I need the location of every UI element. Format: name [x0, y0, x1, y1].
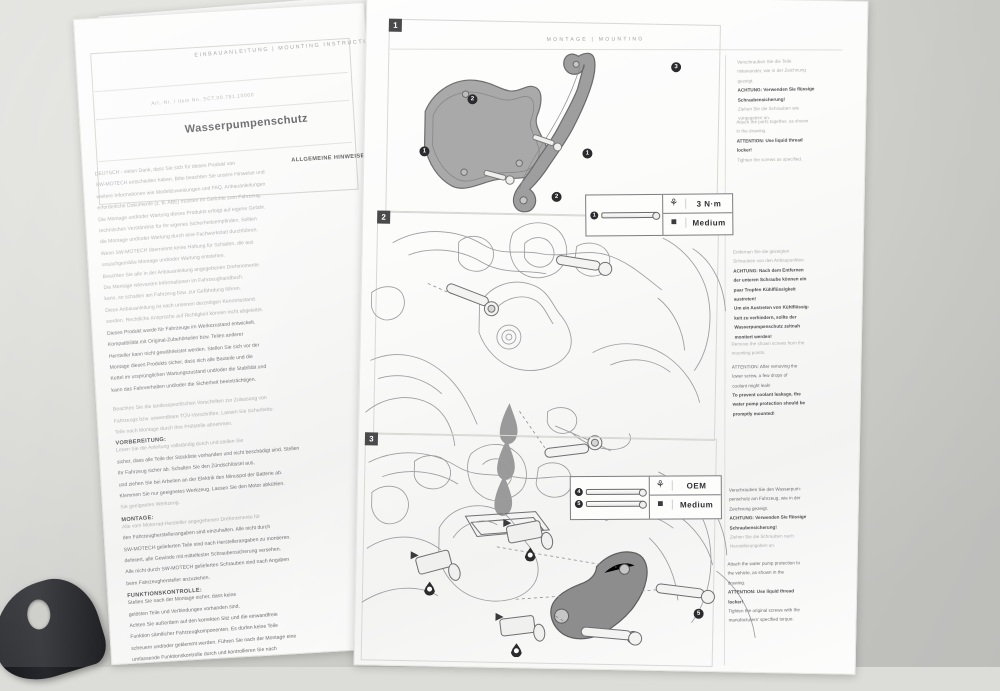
text-line: penschutz am Fahrzeug, wie in der: [729, 495, 801, 502]
section-line: Schraubverbindungen und Verbindungsteile…: [134, 661, 386, 664]
step-2-engine-illustration: [355, 0, 868, 674]
part-index: 4: [574, 488, 583, 497]
section-mounting: MONTAGE: Alle vom Motorrad-Hersteller an…: [121, 498, 378, 589]
text-line: ATTENTION: Use liquid thread: [727, 588, 795, 595]
text-line: drawing.: [727, 580, 746, 586]
threadlocker-icon: ■: [649, 499, 673, 510]
callout-marker: 2: [551, 191, 562, 203]
text-line: locker!: [728, 598, 744, 605]
step-1-parts-illustration: [355, 0, 868, 674]
text-line: manufacturers' specified torque.: [728, 616, 794, 623]
screw-icon: [585, 488, 645, 496]
step-3-text-en: Attach the water pump protection to the …: [727, 559, 846, 627]
text-line: the vehicle, as shown in the: [727, 569, 785, 576]
step-1-badge: 1: [388, 18, 402, 32]
text-line: Ziehen Sie die Schrauben nach: [729, 533, 794, 540]
part-index: 1: [590, 211, 599, 220]
text-line: Attach the water pump protection to: [727, 560, 801, 567]
spec-row-threadlocker: ■ Medium: [662, 213, 733, 232]
step-3-text-de: Verschrauben Sie den Wasserpum- penschut…: [729, 485, 848, 553]
spec-part-row: 4: [574, 488, 645, 497]
threadlocker-icon: ■: [662, 217, 686, 228]
text-line: Tighten the original screws with the: [728, 607, 800, 614]
section-preparation: VORBEREITUNG: Lesen Sie die Anleitung vo…: [115, 422, 372, 513]
spec-part-row: 1: [590, 211, 658, 220]
step-1-spec-table: 1 ⚘ 3 N·m ■ Medium: [585, 193, 734, 237]
screw-icon: [585, 500, 645, 508]
spec-row-torque: ⚘ 3 N·m: [662, 194, 733, 214]
torque-wrench-icon: ⚘: [649, 480, 673, 491]
step-3-engine-illustration: [355, 0, 868, 674]
spec-row-torque: ⚘ OEM: [649, 476, 721, 496]
threadlocker-value: Medium: [679, 499, 714, 510]
spec-part-row: 5: [574, 500, 645, 509]
threadlocker-value: Medium: [692, 217, 726, 228]
right-instruction-sheet: MONTAGE | MOUNTING 1: [353, 0, 869, 675]
spec-values: ⚘ 3 N·m ■ Medium: [662, 194, 733, 235]
text-line: Verschrauben Sie den Wasserpum-: [728, 486, 802, 493]
spec-parts-list: 1: [586, 194, 663, 236]
left-instruction-sheet: EINBAUANLEITUNG | MOUNTING INSTRUCTIONS …: [73, 1, 403, 666]
spec-parts-list: 4 5: [570, 476, 650, 520]
screw-icon: [601, 211, 658, 219]
text-line: Herstellerangaben an.: [729, 543, 776, 550]
text-line: Schraubensicherung!: [729, 524, 777, 531]
spec-values: ⚘ OEM ■ Medium: [649, 476, 721, 518]
text-line: ACHTUNG: Verwenden Sie flüssige: [729, 514, 807, 521]
black-tool-object: [0, 568, 112, 691]
torque-value: OEM: [686, 480, 707, 490]
left-sheet-body: DEUTSCH - vielen Dank, dass Sie sich für…: [95, 152, 386, 664]
step-3-spec-table: 4 5 ⚘ OEM ■ Medium: [569, 475, 722, 521]
spec-row-threadlocker: ■ Medium: [649, 495, 721, 513]
tool-hole: [26, 598, 52, 631]
photo-background: EINBAUANLEITUNG | MOUNTING INSTRUCTIONS …: [0, 0, 1000, 667]
torque-wrench-icon: ⚘: [662, 198, 686, 209]
step-3-badge: 3: [364, 432, 379, 446]
text-line: Zeichnung gezeigt.: [729, 505, 769, 512]
section-function-check: FUNKTIONSKONTROLLE: Stellen Sie nach der…: [127, 574, 385, 664]
torque-value: 3 N·m: [696, 198, 722, 209]
part-index: 5: [574, 500, 583, 509]
step-2-badge: 2: [377, 210, 391, 224]
